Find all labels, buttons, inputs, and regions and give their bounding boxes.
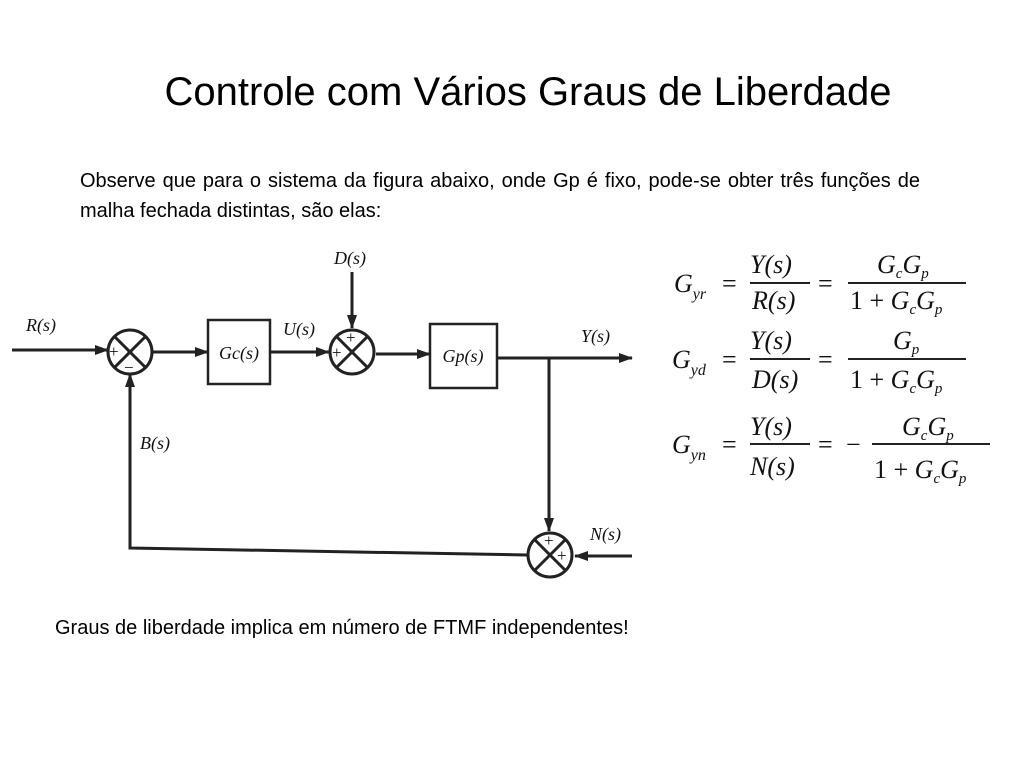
sum-junction-1 xyxy=(106,328,154,376)
noise-signal-label: N(s) xyxy=(589,524,621,545)
controller-block xyxy=(206,318,272,386)
intro-paragraph: Observe que para o sistema da figura aba… xyxy=(80,170,920,222)
svg-text:1 + GcGp: 1 + GcGp xyxy=(874,455,967,487)
svg-text:Y(s): Y(s) xyxy=(750,412,792,441)
sum2-plus-left: + xyxy=(332,343,342,362)
svg-text:N(s): N(s) xyxy=(749,452,795,481)
svg-text:D(s): D(s) xyxy=(751,365,798,394)
slide-title: Controle com Vários Graus de Liberdade xyxy=(164,70,892,114)
sum3-plus-top: + xyxy=(544,531,554,550)
svg-text:=: = xyxy=(818,269,833,298)
sum1-minus-sign: − xyxy=(124,358,134,377)
feedback-line xyxy=(125,373,528,557)
svg-text:GcGp: GcGp xyxy=(902,412,954,444)
equation-gyr: Gyr = Y(s) R(s) = GcGp 1 + GcGp xyxy=(674,250,966,318)
svg-text:=: = xyxy=(818,345,833,374)
svg-text:Gyd: Gyd xyxy=(672,345,707,379)
svg-text:Y(s): Y(s) xyxy=(750,326,792,355)
plant-block xyxy=(428,322,499,390)
input-signal-label: R(s) xyxy=(25,315,56,336)
svg-text:R(s): R(s) xyxy=(751,286,795,315)
equation-gyd: Gyd = Y(s) D(s) = Gp 1 + GcGp xyxy=(672,326,966,397)
svg-text:=: = xyxy=(818,430,833,459)
control-signal-label: U(s) xyxy=(283,319,315,340)
sum-junction-3 xyxy=(526,531,574,579)
svg-text:=: = xyxy=(722,430,737,459)
svg-text:Y(s): Y(s) xyxy=(750,250,792,279)
controller-label: Gc(s) xyxy=(219,343,259,364)
svg-text:1 + GcGp: 1 + GcGp xyxy=(850,365,943,397)
svg-text:=: = xyxy=(722,345,737,374)
svg-text:=: = xyxy=(722,269,737,298)
plant-label: Gp(s) xyxy=(443,346,484,367)
sum1-plus-sign: + xyxy=(109,342,119,361)
svg-text:Gp: Gp xyxy=(893,326,920,358)
disturbance-signal-label: D(s) xyxy=(333,248,366,269)
svg-text:GcGp: GcGp xyxy=(877,250,929,282)
sum2-plus-top: + xyxy=(346,328,356,347)
svg-text:1 + GcGp: 1 + GcGp xyxy=(850,286,943,318)
svg-text:Gyn: Gyn xyxy=(672,430,706,464)
sum3-plus-right: + xyxy=(557,546,567,565)
equation-gyn: Gyn = Y(s) N(s) = − GcGp 1 + GcGp xyxy=(672,412,990,487)
footer-note: Graus de liberdade implica em número de … xyxy=(55,617,629,639)
sum-junction-2 xyxy=(328,328,376,376)
output-signal-label: Y(s) xyxy=(581,326,610,347)
svg-text:Gyr: Gyr xyxy=(674,269,707,303)
feedback-signal-label: B(s) xyxy=(140,433,170,454)
svg-text:−: − xyxy=(846,430,861,459)
